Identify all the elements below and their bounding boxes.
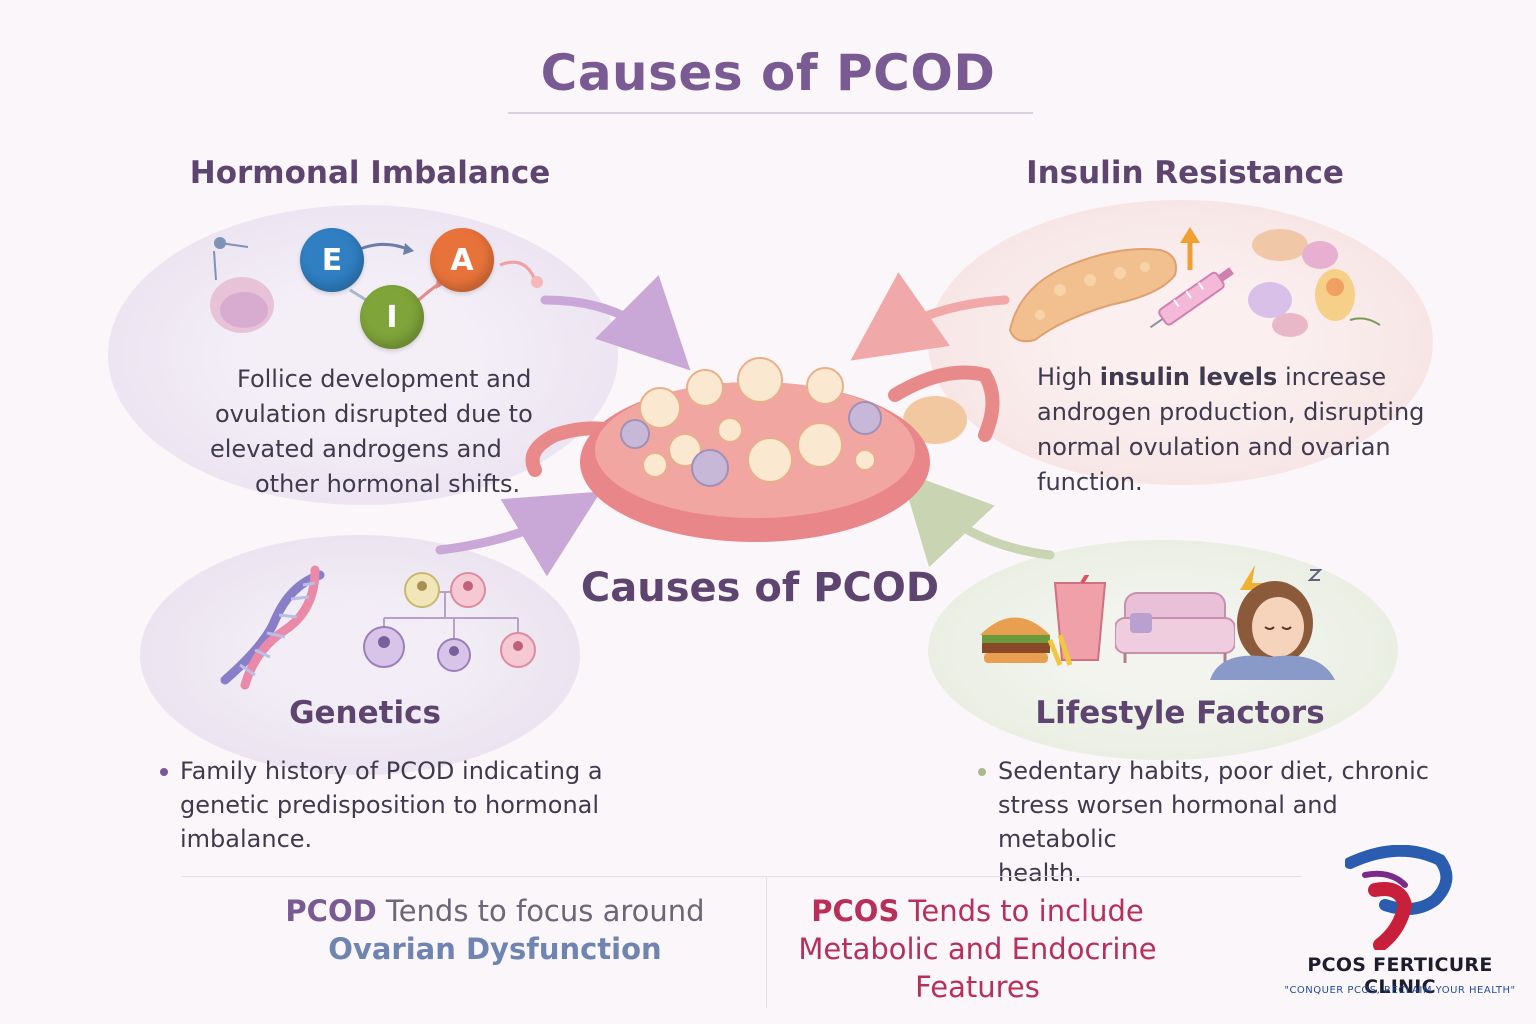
page-title: Causes of PCOD bbox=[540, 44, 996, 102]
arrow-insulin bbox=[850, 272, 1010, 361]
clinic-name: PCOS FERTICURE CLINIC bbox=[1307, 954, 1493, 998]
center-label: Causes of PCOD bbox=[580, 565, 940, 611]
pcos-text: Tends to include bbox=[899, 894, 1144, 928]
pcod-note-line-1: PCOD Tends to focus around bbox=[240, 892, 750, 930]
genetics-line-2: genetic predisposition to hormonal bbox=[180, 791, 600, 819]
food-items-icon bbox=[1240, 225, 1390, 345]
hormonal-line-4: other hormonal shifts. bbox=[255, 470, 521, 498]
lifestyle-line-2: stress worsen hormonal and metabolic bbox=[998, 791, 1338, 853]
pcod-note: PCOD Tends to focus around Ovarian Dysfu… bbox=[240, 892, 750, 968]
insulin-description: High insulin levels increase androgen pr… bbox=[1037, 360, 1457, 500]
insulin-line-4: function. bbox=[1037, 468, 1143, 496]
insulin-bold: insulin levels bbox=[1099, 363, 1278, 391]
pcos-note-line-1: PCOS Tends to include bbox=[790, 892, 1165, 930]
lifestyle-bullet: Sedentary habits, poor diet, chronic str… bbox=[978, 754, 1448, 890]
pcod-text: Tends to focus around bbox=[376, 894, 705, 928]
hormonal-line-3: elevated androgens and bbox=[210, 435, 502, 463]
footer-divider bbox=[182, 876, 1302, 877]
genetics-line-3: imbalance. bbox=[180, 825, 313, 853]
title-divider bbox=[508, 112, 1033, 114]
genetics-heading: Genetics bbox=[289, 695, 441, 731]
footer-column-divider bbox=[766, 878, 767, 1008]
lifestyle-list: Sedentary habits, poor diet, chronic str… bbox=[978, 754, 1448, 890]
insulin-line-2: androgen production, disrupting bbox=[1037, 398, 1425, 426]
pcos-note-line-2: Metabolic and Endocrine bbox=[798, 932, 1157, 966]
pcos-note-line-3: Features bbox=[915, 970, 1040, 1004]
genetics-line-1: Family history of PCOD indicating a bbox=[180, 757, 603, 785]
dna-icon bbox=[205, 565, 335, 690]
arrow-hormonal bbox=[540, 274, 691, 371]
clinic-tagline: "CONQUER PCOS, RECLAIM YOUR HEALTH" bbox=[1284, 985, 1516, 996]
insulin-blob bbox=[928, 200, 1433, 485]
clinic-logo bbox=[1344, 844, 1455, 952]
arrow-lifestyle bbox=[900, 470, 1055, 568]
pcos-bold: PCOS bbox=[811, 894, 900, 928]
hormone-cycle-icon: E A I bbox=[200, 225, 560, 355]
lifestyle-heading: Lifestyle Factors bbox=[1035, 695, 1325, 731]
tired-woman-icon bbox=[1210, 565, 1340, 680]
insulin-line-1: High insulin levels increase bbox=[1037, 360, 1457, 395]
insulin-line-3: normal ovulation and ovarian bbox=[1037, 433, 1391, 461]
insulin-text-post: increase bbox=[1277, 363, 1387, 391]
pcos-note: PCOS Tends to include Metabolic and Endo… bbox=[790, 892, 1165, 1006]
ovary-illustration bbox=[515, 350, 1015, 550]
hormonal-heading: Hormonal Imbalance bbox=[189, 155, 551, 191]
hormone-e-icon: E bbox=[300, 228, 364, 292]
genetics-bullet-text: Family history of PCOD indicating a gene… bbox=[180, 754, 603, 856]
hormonal-line-2: ovulation disrupted due to bbox=[215, 400, 533, 428]
pcod-note-line-2: Ovarian Dysfunction bbox=[328, 932, 662, 966]
arrow-genetics bbox=[435, 491, 601, 577]
lifestyle-line-1: Sedentary habits, poor diet, chronic bbox=[998, 757, 1429, 785]
fast-food-icon bbox=[970, 568, 1115, 670]
bullet-dot-icon bbox=[978, 768, 986, 776]
lifestyle-line-3: health. bbox=[998, 859, 1082, 887]
syringe-icon bbox=[1140, 255, 1250, 335]
genetics-bullet: Family history of PCOD indicating a gene… bbox=[160, 754, 620, 856]
hormone-a-icon: A bbox=[430, 228, 494, 292]
family-tree-icon bbox=[360, 570, 540, 675]
pcod-bold: PCOD bbox=[285, 894, 377, 928]
insulin-heading: Insulin Resistance bbox=[1026, 155, 1344, 191]
sofa-icon bbox=[1114, 588, 1236, 668]
hormonal-line-1: Follice development and bbox=[237, 365, 532, 393]
bullet-dot-icon bbox=[160, 768, 168, 776]
lifestyle-bullet-text: Sedentary habits, poor diet, chronic str… bbox=[998, 754, 1448, 890]
genetics-list: Family history of PCOD indicating a gene… bbox=[160, 754, 620, 856]
pancreas-icon bbox=[1000, 225, 1200, 345]
hormone-i-icon: I bbox=[360, 285, 424, 349]
insulin-text-pre: High bbox=[1037, 363, 1100, 391]
hormonal-description: Follice development and ovulation disrup… bbox=[205, 362, 535, 502]
